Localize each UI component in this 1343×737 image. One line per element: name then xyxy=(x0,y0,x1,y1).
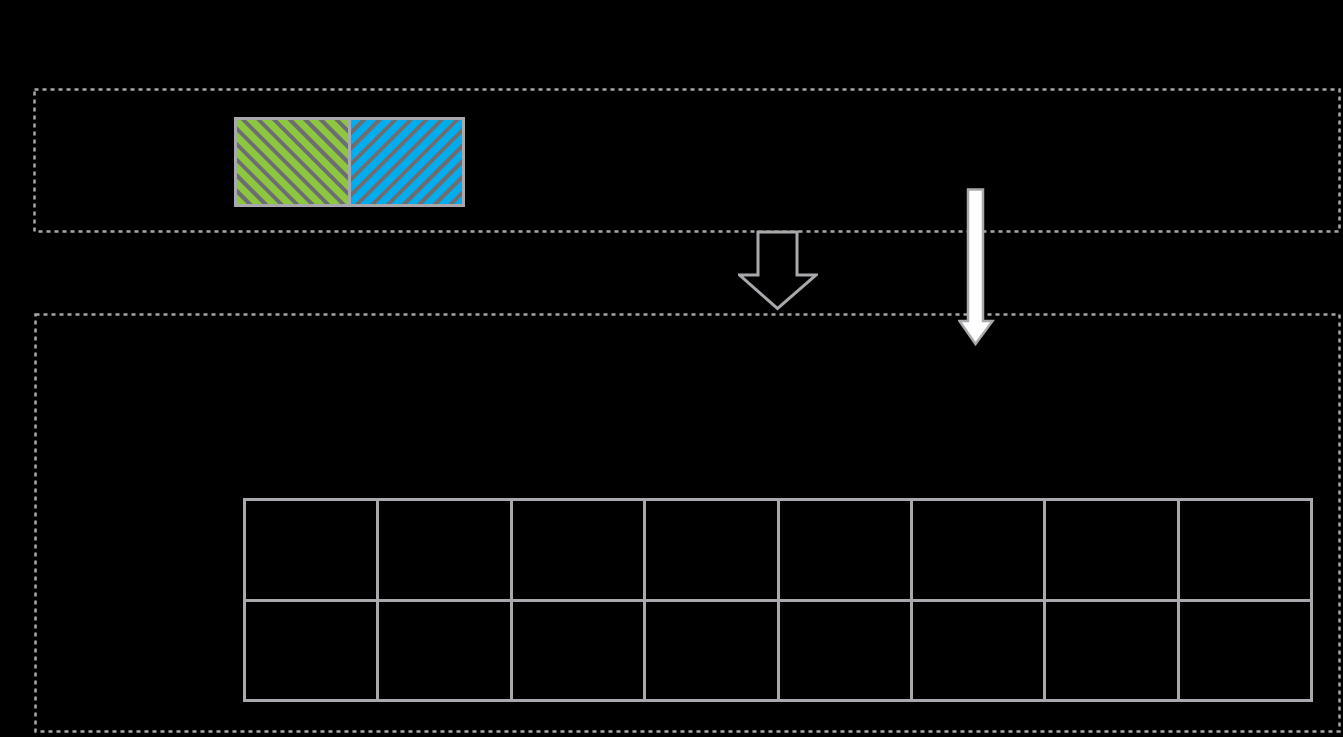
green-striped-segment xyxy=(237,120,348,204)
memory-grid xyxy=(243,498,1313,702)
grid-cell-r2c7 xyxy=(1046,601,1177,699)
dashed-border xyxy=(33,88,1341,233)
hollow-down-arrow-icon xyxy=(738,230,818,311)
striped-source-block xyxy=(234,117,465,207)
grid-cell-r2c3 xyxy=(512,601,644,699)
source-dashed-box xyxy=(33,88,1341,233)
grid-cell-r1c5 xyxy=(779,501,910,599)
grid-cell-r2c1 xyxy=(246,601,377,699)
grid-cell-r2c2 xyxy=(379,601,510,699)
grid-cell-r1c1 xyxy=(246,501,377,599)
grid-cell-r1c4 xyxy=(646,501,777,599)
grid-cell-r1c6-green-striped xyxy=(912,501,1044,599)
grid-cell-r2c8 xyxy=(1179,601,1310,699)
blue-striped-segment xyxy=(348,120,462,204)
grid-cell-r1c2 xyxy=(379,501,510,599)
solid-down-arrow-icon xyxy=(958,188,995,346)
grid-cell-r1c3 xyxy=(512,501,644,599)
grid-cell-r2c4 xyxy=(646,601,777,699)
memory-dashed-box xyxy=(34,313,1341,733)
grid-cell-r2c6-blue-striped xyxy=(912,601,1044,699)
dashed-border xyxy=(34,313,1341,733)
grid-cell-r2c5 xyxy=(779,601,910,699)
grid-cell-r1c8 xyxy=(1179,501,1310,599)
grid-cell-r1c7 xyxy=(1046,501,1177,599)
